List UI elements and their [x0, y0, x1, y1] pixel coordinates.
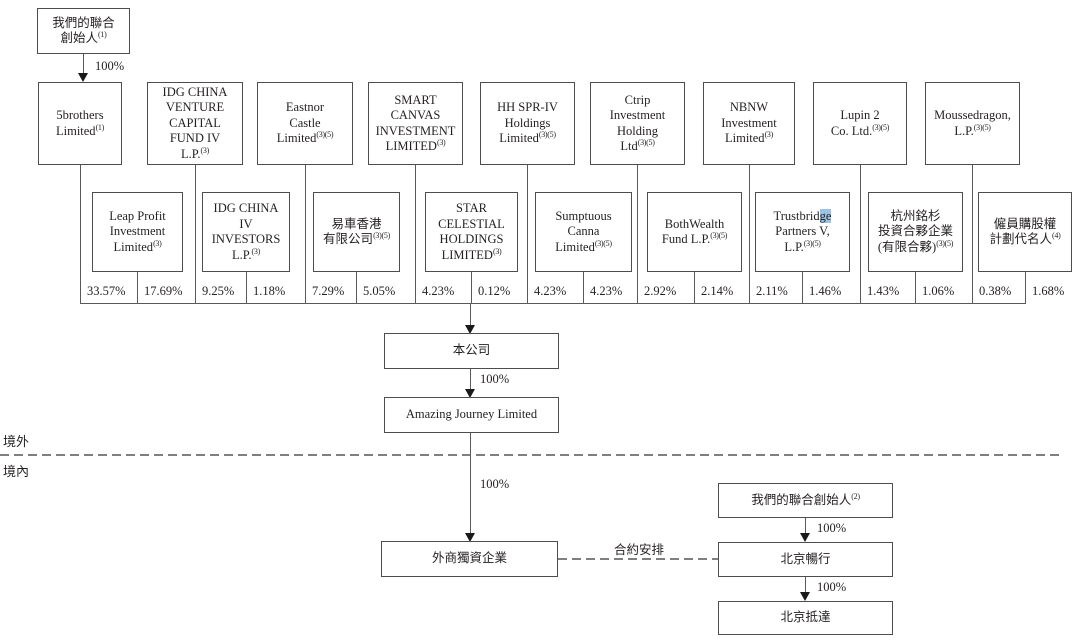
- connector-trustbridge: [802, 272, 803, 304]
- ownership-label: 100%: [817, 521, 847, 535]
- ownership-percentage: 2.14%: [701, 284, 734, 298]
- connector-founders1-5brothers: [83, 54, 84, 75]
- ownership-percentage: 0.12%: [478, 284, 511, 298]
- ownership-percentage: 4.23%: [534, 284, 567, 298]
- connector-amazing-wfoe: [470, 433, 471, 534]
- connector-hangzhou-mingshan: [915, 272, 916, 304]
- ownership-percentage: 4.23%: [422, 284, 455, 298]
- connector-5brothers: [80, 165, 81, 304]
- node-beijing-dida: 北京抵達: [718, 601, 893, 635]
- connector-star-celestial: [471, 272, 472, 304]
- connector-leap-profit: [137, 272, 138, 304]
- ownership-percentage: 33.57%: [87, 284, 126, 298]
- ownership-percentage: 2.92%: [644, 284, 677, 298]
- connector-smart-canvas: [415, 165, 416, 304]
- node-beijing-changxing: 北京暢行: [718, 542, 893, 577]
- ownership-percentage: 5.05%: [363, 284, 396, 298]
- node-esop-nominee: 僱員購股權計劃代名人(4): [978, 192, 1072, 272]
- arrowhead-icon: [465, 389, 475, 398]
- contract-arrangement-label: 合約安排: [614, 543, 665, 557]
- ownership-percentage: 1.46%: [809, 284, 842, 298]
- ownership-percentage: 1.68%: [1032, 284, 1065, 298]
- ownership-label: 100%: [480, 372, 510, 386]
- ownership-percentage: 1.18%: [253, 284, 286, 298]
- contract-arrangement-link: [558, 558, 718, 560]
- arrowhead-icon: [465, 325, 475, 334]
- connector-esop-nominee: [1025, 272, 1026, 304]
- node-amazing-journey: Amazing Journey Limited: [384, 397, 559, 433]
- arrowhead-icon: [78, 73, 88, 82]
- connector-lupin-2: [860, 165, 861, 304]
- connector-bus-company: [470, 303, 471, 326]
- arrowhead-icon: [800, 533, 810, 542]
- node-founders-1: 我們的聯合創始人(1): [37, 8, 130, 54]
- connector-changxing-dida: [805, 577, 806, 594]
- node-company: 本公司: [384, 333, 559, 369]
- node-yiche-hk: 易車香港有限公司(3)(5): [313, 192, 400, 272]
- connector-yiche-hk: [356, 272, 357, 304]
- node-hangzhou-mingshan: 杭州銘杉投資合夥企業(有限合夥)(3)(5): [868, 192, 963, 272]
- ownership-percentage: 7.29%: [312, 284, 345, 298]
- connector-idg-venture: [195, 165, 196, 304]
- node-wfoe: 外商獨資企業: [381, 541, 558, 577]
- ownership-percentage: 0.38%: [979, 284, 1012, 298]
- ownership-percentage: 2.11%: [756, 284, 788, 298]
- ownership-percentage: 9.25%: [202, 284, 235, 298]
- ownership-label: 100%: [480, 477, 510, 491]
- connector-founders2-changxing: [805, 518, 806, 535]
- offshore-label: 境外: [3, 434, 30, 449]
- ownership-percentage: 1.06%: [922, 284, 955, 298]
- connector-nbnw: [749, 165, 750, 304]
- offshore-onshore-divider: [0, 454, 1063, 456]
- ownership-label: 100%: [817, 580, 847, 594]
- connector-hh-spr-iv: [527, 165, 528, 304]
- ownership-percentage: 1.43%: [867, 284, 900, 298]
- node-founders-2: 我們的聯合創始人(2): [718, 483, 893, 518]
- connector-ctrip: [637, 165, 638, 304]
- node-moussedragon: Moussedragon,L.P.(3)(5): [925, 82, 1020, 165]
- connector-idg-iv-investors: [246, 272, 247, 304]
- connector-sumptuous: [583, 272, 584, 304]
- ownership-percentage: 17.69%: [144, 284, 183, 298]
- arrowhead-icon: [800, 592, 810, 601]
- connector-bothwealth: [694, 272, 695, 304]
- connector-eastnor: [305, 165, 306, 304]
- connector-company-amazing: [470, 369, 471, 390]
- connector-moussedragon: [972, 165, 973, 304]
- arrowhead-icon: [465, 533, 475, 542]
- ownership-label: 100%: [95, 59, 125, 73]
- ownership-percentage: 4.23%: [590, 284, 623, 298]
- connector-bus-line: [80, 303, 1026, 304]
- onshore-label: 境內: [3, 464, 30, 479]
